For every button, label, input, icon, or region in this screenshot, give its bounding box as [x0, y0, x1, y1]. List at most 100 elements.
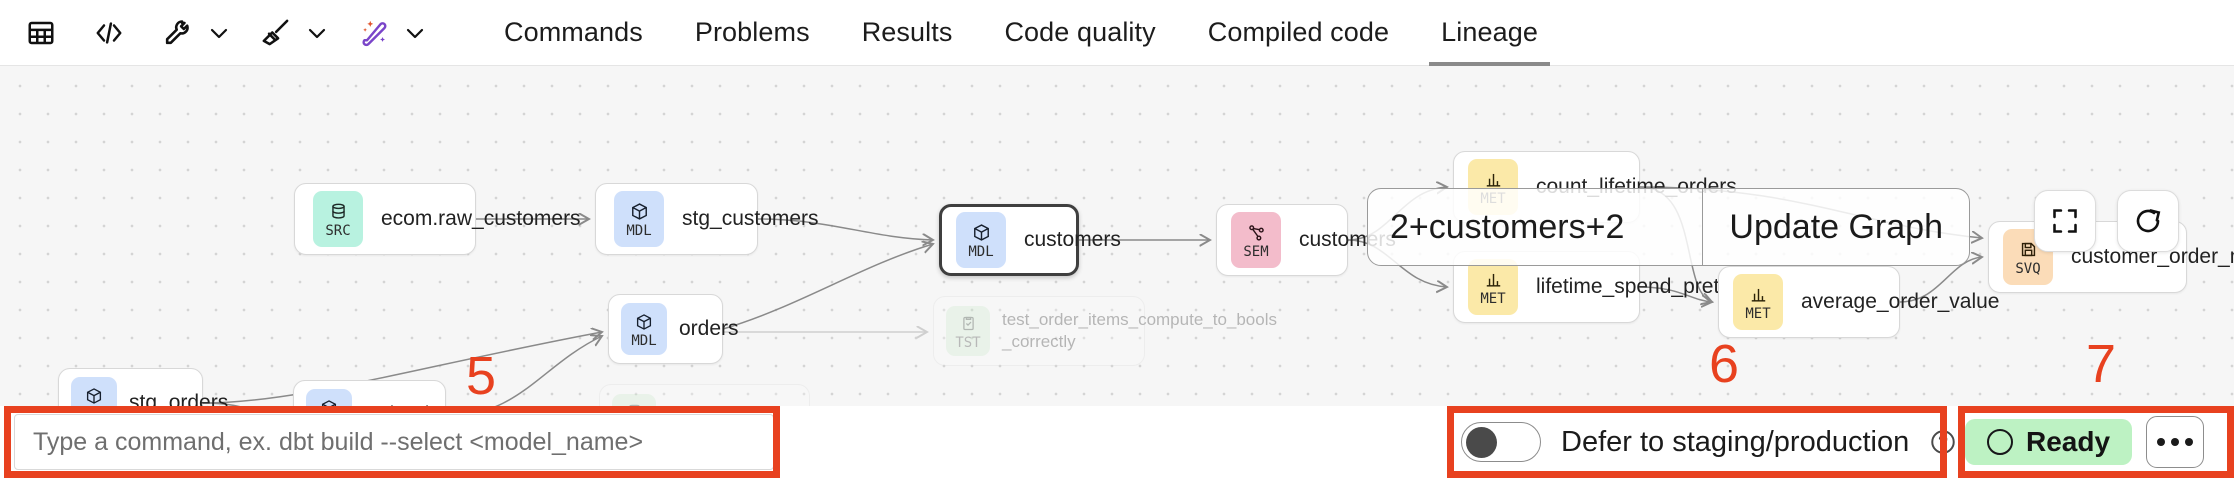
clean-menu[interactable]: [252, 10, 336, 56]
tab-label: Compiled code: [1207, 17, 1390, 47]
node-label: stg_customers: [682, 207, 819, 231]
toolbar-icon-group: [0, 0, 434, 66]
metric-bar-chart-icon: [1484, 269, 1503, 291]
command-input[interactable]: [14, 414, 774, 470]
node-type-badge: SEM: [1231, 212, 1281, 268]
node-label: order_items: [364, 401, 475, 406]
node-label: customers: [1024, 228, 1121, 252]
cube-icon: [972, 222, 991, 244]
lineage-node[interactable]: MDL orders: [608, 294, 739, 364]
node-type-badge: TST: [946, 306, 990, 356]
defer-control-group: Defer to staging/production: [1461, 414, 1957, 470]
lineage-node-selected[interactable]: MDL customers: [939, 204, 1121, 276]
ai-assist-menu[interactable]: [350, 10, 434, 56]
build-tools-menu[interactable]: [154, 10, 238, 56]
lineage-node[interactable]: MDL stg_customers: [595, 183, 819, 255]
tab-code-quality[interactable]: Code quality: [978, 0, 1181, 66]
tab-results[interactable]: Results: [836, 0, 979, 66]
node-type-badge: MDL: [614, 191, 664, 247]
test-clipboard-icon: [626, 401, 643, 406]
chevron-down-icon[interactable]: [298, 10, 336, 56]
reload-graph-button[interactable]: [2117, 190, 2179, 252]
node-type-badge: MDL: [306, 389, 352, 406]
command-input-wrapper: [14, 414, 774, 470]
code-view-icon[interactable]: [86, 10, 132, 56]
tab-label: Problems: [694, 17, 810, 47]
lineage-node[interactable]: MDL stg_orders: [58, 368, 228, 406]
status-label: Ready: [2026, 426, 2111, 457]
node-type-badge: MET: [1468, 259, 1518, 315]
lineage-node-test[interactable]: TST test_order_items_compute_to_bools _c…: [933, 296, 1277, 366]
fit-to-screen-button[interactable]: [2034, 190, 2096, 252]
metric-bar-chart-icon: [1484, 169, 1503, 191]
defer-toggle[interactable]: [1461, 422, 1541, 462]
node-type-badge: MET: [1733, 274, 1783, 330]
saved-query-icon: [2019, 239, 2038, 261]
tab-label: Code quality: [1004, 17, 1156, 47]
lineage-node[interactable]: MET average_order_value: [1718, 266, 1999, 338]
cube-icon: [630, 201, 649, 223]
node-type-badge: MDL: [956, 212, 1006, 268]
node-label: customer_order_metrics: [2071, 245, 2234, 269]
node-type-badge: MDL: [621, 303, 667, 355]
update-graph-button[interactable]: Update Graph: [1729, 207, 1943, 246]
semantic-graph-icon: [1247, 222, 1266, 244]
node-label: ecom.raw_customers: [381, 207, 581, 231]
badge-text: MDL: [631, 332, 657, 349]
run-status-group: Ready: [1965, 414, 2205, 470]
database-icon: [329, 201, 348, 223]
tab-label: Lineage: [1441, 17, 1538, 47]
cube-icon: [320, 397, 338, 406]
status-circle-icon: [1987, 429, 2013, 455]
node-type-badge: TST: [612, 394, 656, 406]
tab-problems[interactable]: Problems: [669, 0, 836, 66]
tab-compiled-code[interactable]: Compiled code: [1182, 0, 1415, 66]
magic-wand-icon[interactable]: [350, 10, 396, 56]
cube-icon: [635, 311, 653, 333]
badge-text: TST: [955, 334, 981, 351]
editor-toolbar: Commands Problems Results Code quality C…: [0, 0, 2234, 66]
panel-tabs: Commands Problems Results Code quality C…: [478, 0, 1564, 66]
more-options-button[interactable]: [2146, 416, 2205, 468]
annotation-number-7: 7: [2086, 334, 2117, 394]
graph-spec-input[interactable]: 2+customers+2: [1390, 207, 1625, 246]
lineage-node[interactable]: SEM customers: [1216, 204, 1396, 276]
lineage-node[interactable]: MDL order_items: [293, 380, 475, 406]
lineage-node[interactable]: SRC ecom.raw_customers: [294, 183, 581, 255]
overlay-divider: [1701, 189, 1704, 265]
chevron-down-icon[interactable]: [396, 10, 434, 56]
status-badge[interactable]: Ready: [1965, 419, 2133, 465]
badge-text: MDL: [626, 222, 652, 239]
tab-lineage[interactable]: Lineage: [1415, 0, 1564, 66]
annotation-number-5: 5: [466, 346, 497, 406]
badge-text: SEM: [1243, 243, 1269, 260]
defer-label: Defer to staging/production: [1561, 425, 1910, 458]
node-type-badge: SRC: [313, 191, 363, 247]
node-label: average_order_value: [1801, 290, 2000, 314]
dot-icon: [2171, 438, 2180, 446]
node-type-badge: MDL: [71, 377, 117, 406]
annotation-number-6: 6: [1709, 334, 1740, 394]
test-clipboard-icon: [960, 313, 977, 335]
wrench-icon[interactable]: [154, 10, 200, 56]
graph-spec-overlay: 2+customers+2 Update Graph: [1367, 188, 1970, 266]
node-label: orders: [679, 317, 739, 341]
badge-text: SVQ: [2015, 260, 2041, 277]
node-label: test_order_items_compute_to_bools _corre…: [1002, 309, 1277, 351]
question-mark-circle-icon[interactable]: [1929, 428, 1957, 456]
tab-label: Commands: [504, 17, 643, 47]
broom-icon[interactable]: [252, 10, 298, 56]
cube-icon: [85, 385, 103, 407]
badge-text: MET: [1745, 305, 1771, 322]
dot-icon: [2185, 438, 2194, 446]
badge-text: MET: [1480, 290, 1506, 307]
badge-text: MDL: [968, 243, 994, 260]
lineage-node-test[interactable]: TST test_supply_costs_sum_correctly: [599, 384, 810, 406]
tab-commands[interactable]: Commands: [478, 0, 669, 66]
node-label: stg_orders: [129, 391, 229, 406]
chevron-down-icon[interactable]: [200, 10, 238, 56]
toggle-knob: [1466, 426, 1497, 458]
table-view-icon[interactable]: [18, 10, 64, 56]
lineage-graph-canvas[interactable]: SRC ecom.raw_customers MDL stg_customers…: [0, 66, 2234, 406]
